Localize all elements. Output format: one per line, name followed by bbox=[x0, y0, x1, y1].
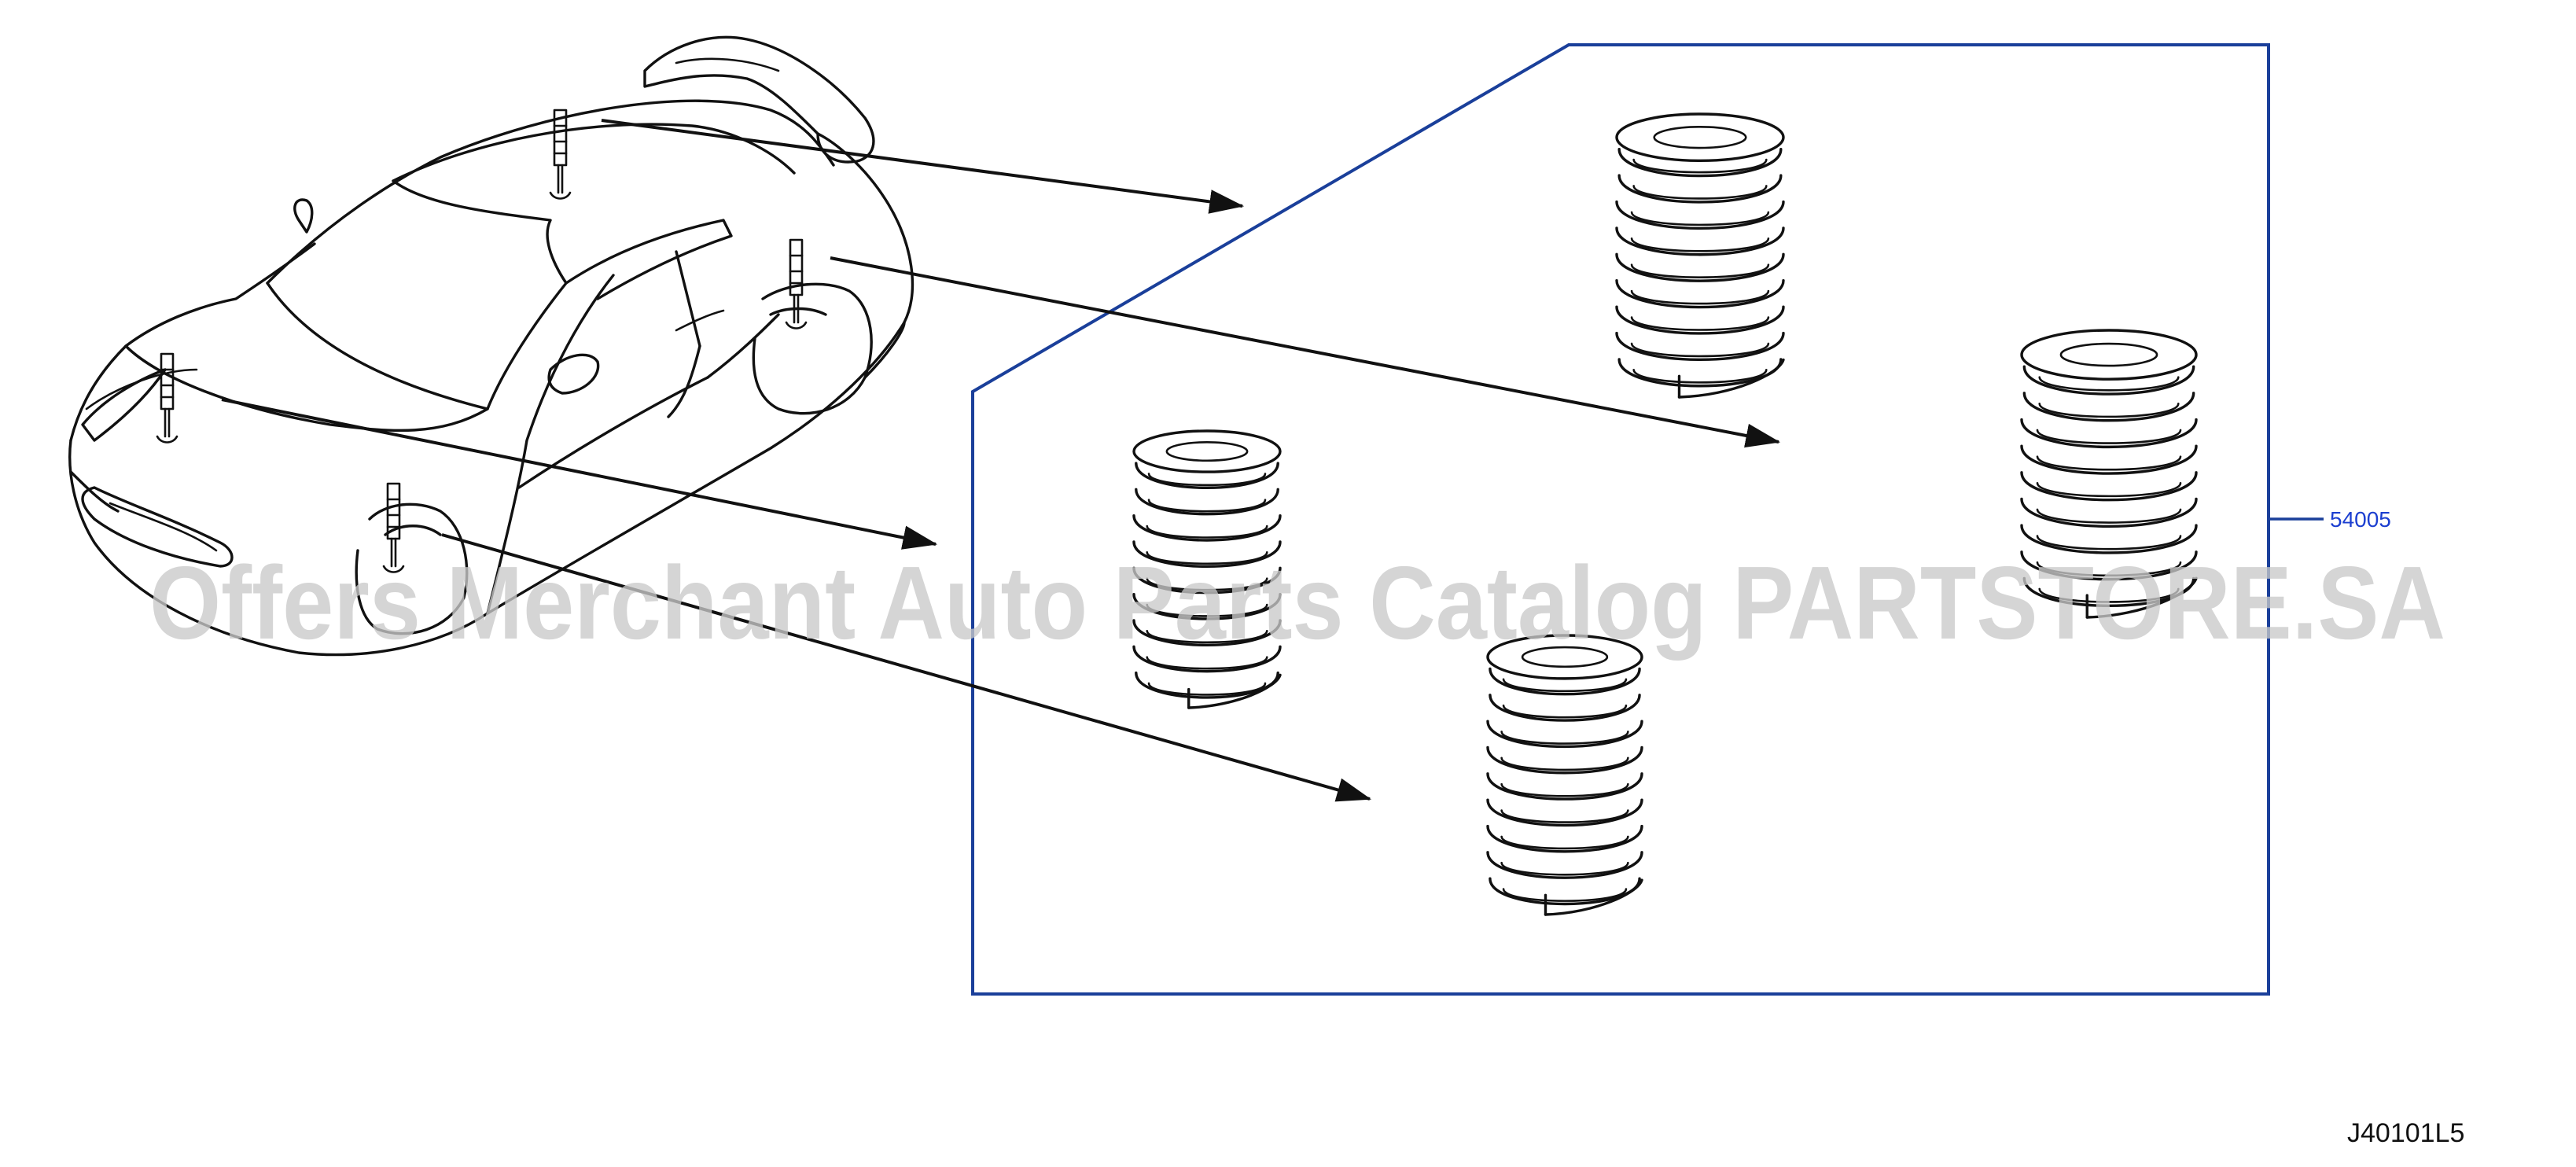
front-right-spring[interactable] bbox=[1615, 112, 1785, 399]
rear-left-spring[interactable] bbox=[1486, 634, 1643, 916]
strut-rear-left bbox=[549, 109, 572, 200]
watermark-text: Offers Merchant Auto Parts Catalog PARTS… bbox=[149, 545, 2445, 661]
parts-group-frame bbox=[971, 43, 2270, 996]
strut-front-left bbox=[156, 352, 178, 444]
coil-springs bbox=[1132, 112, 2198, 916]
pointer-arrows bbox=[221, 119, 1781, 802]
figure-code: J40101L5 bbox=[2347, 1118, 2464, 1148]
vehicle-illustration bbox=[68, 35, 914, 657]
strut-rear-right bbox=[785, 238, 808, 329]
front-left-spring[interactable] bbox=[1132, 429, 1282, 709]
part-number-label[interactable]: 54005 bbox=[2330, 507, 2391, 532]
strut-front-right bbox=[382, 482, 405, 573]
rear-right-spring[interactable] bbox=[2020, 329, 2198, 619]
